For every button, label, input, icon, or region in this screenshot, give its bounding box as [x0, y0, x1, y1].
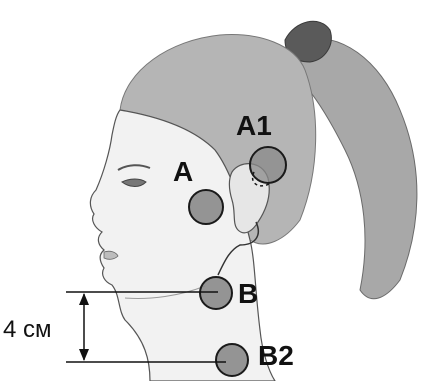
marker-b [200, 277, 232, 309]
marker-a [189, 190, 223, 224]
label-b2: B2 [258, 342, 294, 370]
ponytail [300, 38, 417, 299]
marker-b2 [216, 344, 248, 376]
arrow-up [79, 293, 89, 305]
distance-label: 4 см [3, 318, 52, 342]
label-b: B [238, 280, 258, 308]
label-a1: A1 [236, 112, 272, 140]
label-a: A [173, 158, 193, 186]
arrow-down [79, 349, 89, 361]
marker-a1 [250, 147, 286, 183]
